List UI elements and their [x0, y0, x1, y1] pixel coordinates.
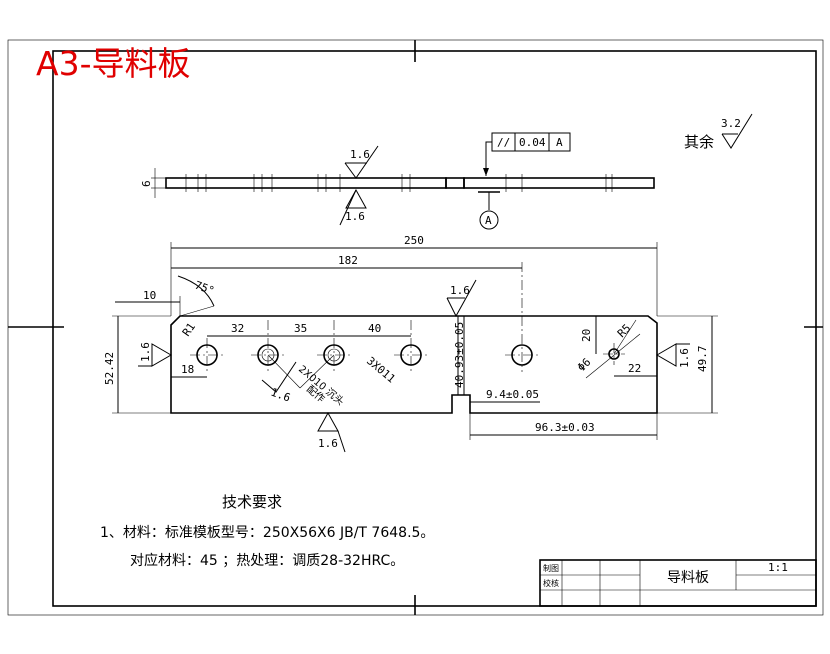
title-block-scale: 1:1	[768, 561, 788, 574]
side-view-plate-left	[165, 177, 447, 189]
dim-10-value: 10	[143, 289, 156, 302]
dim-r5-leader	[613, 319, 637, 355]
side-roughness-bottom-symbol	[345, 188, 367, 209]
front-roughness-bottom-value: 1.6	[318, 437, 338, 450]
dim-slot-depth-value: 40.93±0.05	[453, 322, 466, 388]
sheet-title: A3-导料板	[36, 44, 190, 83]
holes-note-leader-b	[299, 354, 335, 389]
front-roughness-left-value: 1.6	[139, 342, 152, 362]
side-roughness-bottom-value: 1.6	[345, 210, 365, 223]
title-block-part-name: 导料板	[667, 570, 709, 586]
remainder-roughness-label: 其余	[684, 133, 714, 151]
side-roughness-top-value: 1.6	[350, 148, 370, 161]
side-view-plate-mid	[445, 177, 465, 189]
front-roughness-top-symbol	[446, 279, 477, 318]
remainder-roughness-value: 3.2	[721, 117, 741, 130]
title-block	[539, 559, 817, 607]
side-view-hole-lines	[185, 174, 613, 192]
chamfer-leader	[179, 305, 215, 317]
inner-border	[52, 50, 817, 607]
remainder-roughness-symbol	[721, 113, 753, 149]
side-view-plate-right	[463, 177, 655, 189]
front-roughness-left-symbol	[151, 343, 172, 367]
title-block-drawn-label: 制图	[543, 563, 559, 573]
holes-note-leader-a	[267, 354, 301, 389]
corner-radius-value: R1	[180, 320, 198, 338]
hole-centerlines	[190, 262, 625, 372]
dim-40-value: 40	[368, 322, 381, 335]
tolerance-datum: A	[556, 136, 563, 149]
side-roughness-top-symbol	[344, 145, 379, 179]
tolerance-arrow	[483, 168, 489, 176]
dim-52-value: 52.42	[103, 352, 116, 385]
front-roughness-bottom-symbol	[317, 411, 339, 432]
holes-note-b: 3X011	[364, 354, 398, 385]
notes-line-2: 对应材料：45 ；热处理：调质28-32HRC。	[130, 552, 404, 569]
chamfer-angle-arc	[177, 275, 215, 307]
front-roughness-right-value: 1.6	[678, 348, 691, 368]
side-roughness-bottom-leg	[339, 189, 357, 226]
dim-18-value: 18	[181, 363, 194, 376]
dim-22-value: 22	[628, 362, 641, 375]
dim-182-value: 182	[338, 254, 358, 267]
front-roughness-top-value: 1.6	[450, 284, 470, 297]
tolerance-leader	[485, 141, 492, 176]
title-block-check-label: 校核	[543, 578, 559, 588]
tolerance-symbol: //	[497, 136, 510, 149]
dim-20-value: 20	[580, 329, 593, 342]
holes-roughness-symbol	[261, 361, 297, 393]
datum-label: A	[485, 214, 492, 227]
dim-slot-width-value: 9.4±0.05	[486, 388, 539, 401]
dim-250-value: 250	[404, 234, 424, 247]
front-roughness-right-symbol	[656, 343, 677, 367]
notes-line-1: 1、材料：标准模板型号：250X56X6 JB/T 7648.5。	[100, 525, 434, 541]
front-view-outline	[170, 315, 658, 414]
notes-heading: 技术要求	[222, 493, 282, 511]
dim-49-value: 49.7	[696, 346, 709, 373]
dim-phi6-value: Φ6	[575, 356, 594, 375]
dim-32-value: 32	[231, 322, 244, 335]
thickness-value: 6	[140, 180, 153, 187]
dim-35-value: 35	[294, 322, 307, 335]
front-roughness-bottom-leg	[337, 430, 346, 453]
dim-96-value: 96.3±0.03	[535, 421, 595, 434]
datum-circle	[479, 210, 499, 230]
chamfer-angle-value: 75°	[193, 279, 216, 298]
holes-roughness-value: 1.6	[269, 386, 292, 405]
dim-phi6-leader	[585, 333, 641, 379]
tolerance-value: 0.04	[519, 136, 546, 149]
dim-r5-value: R5	[615, 322, 634, 341]
